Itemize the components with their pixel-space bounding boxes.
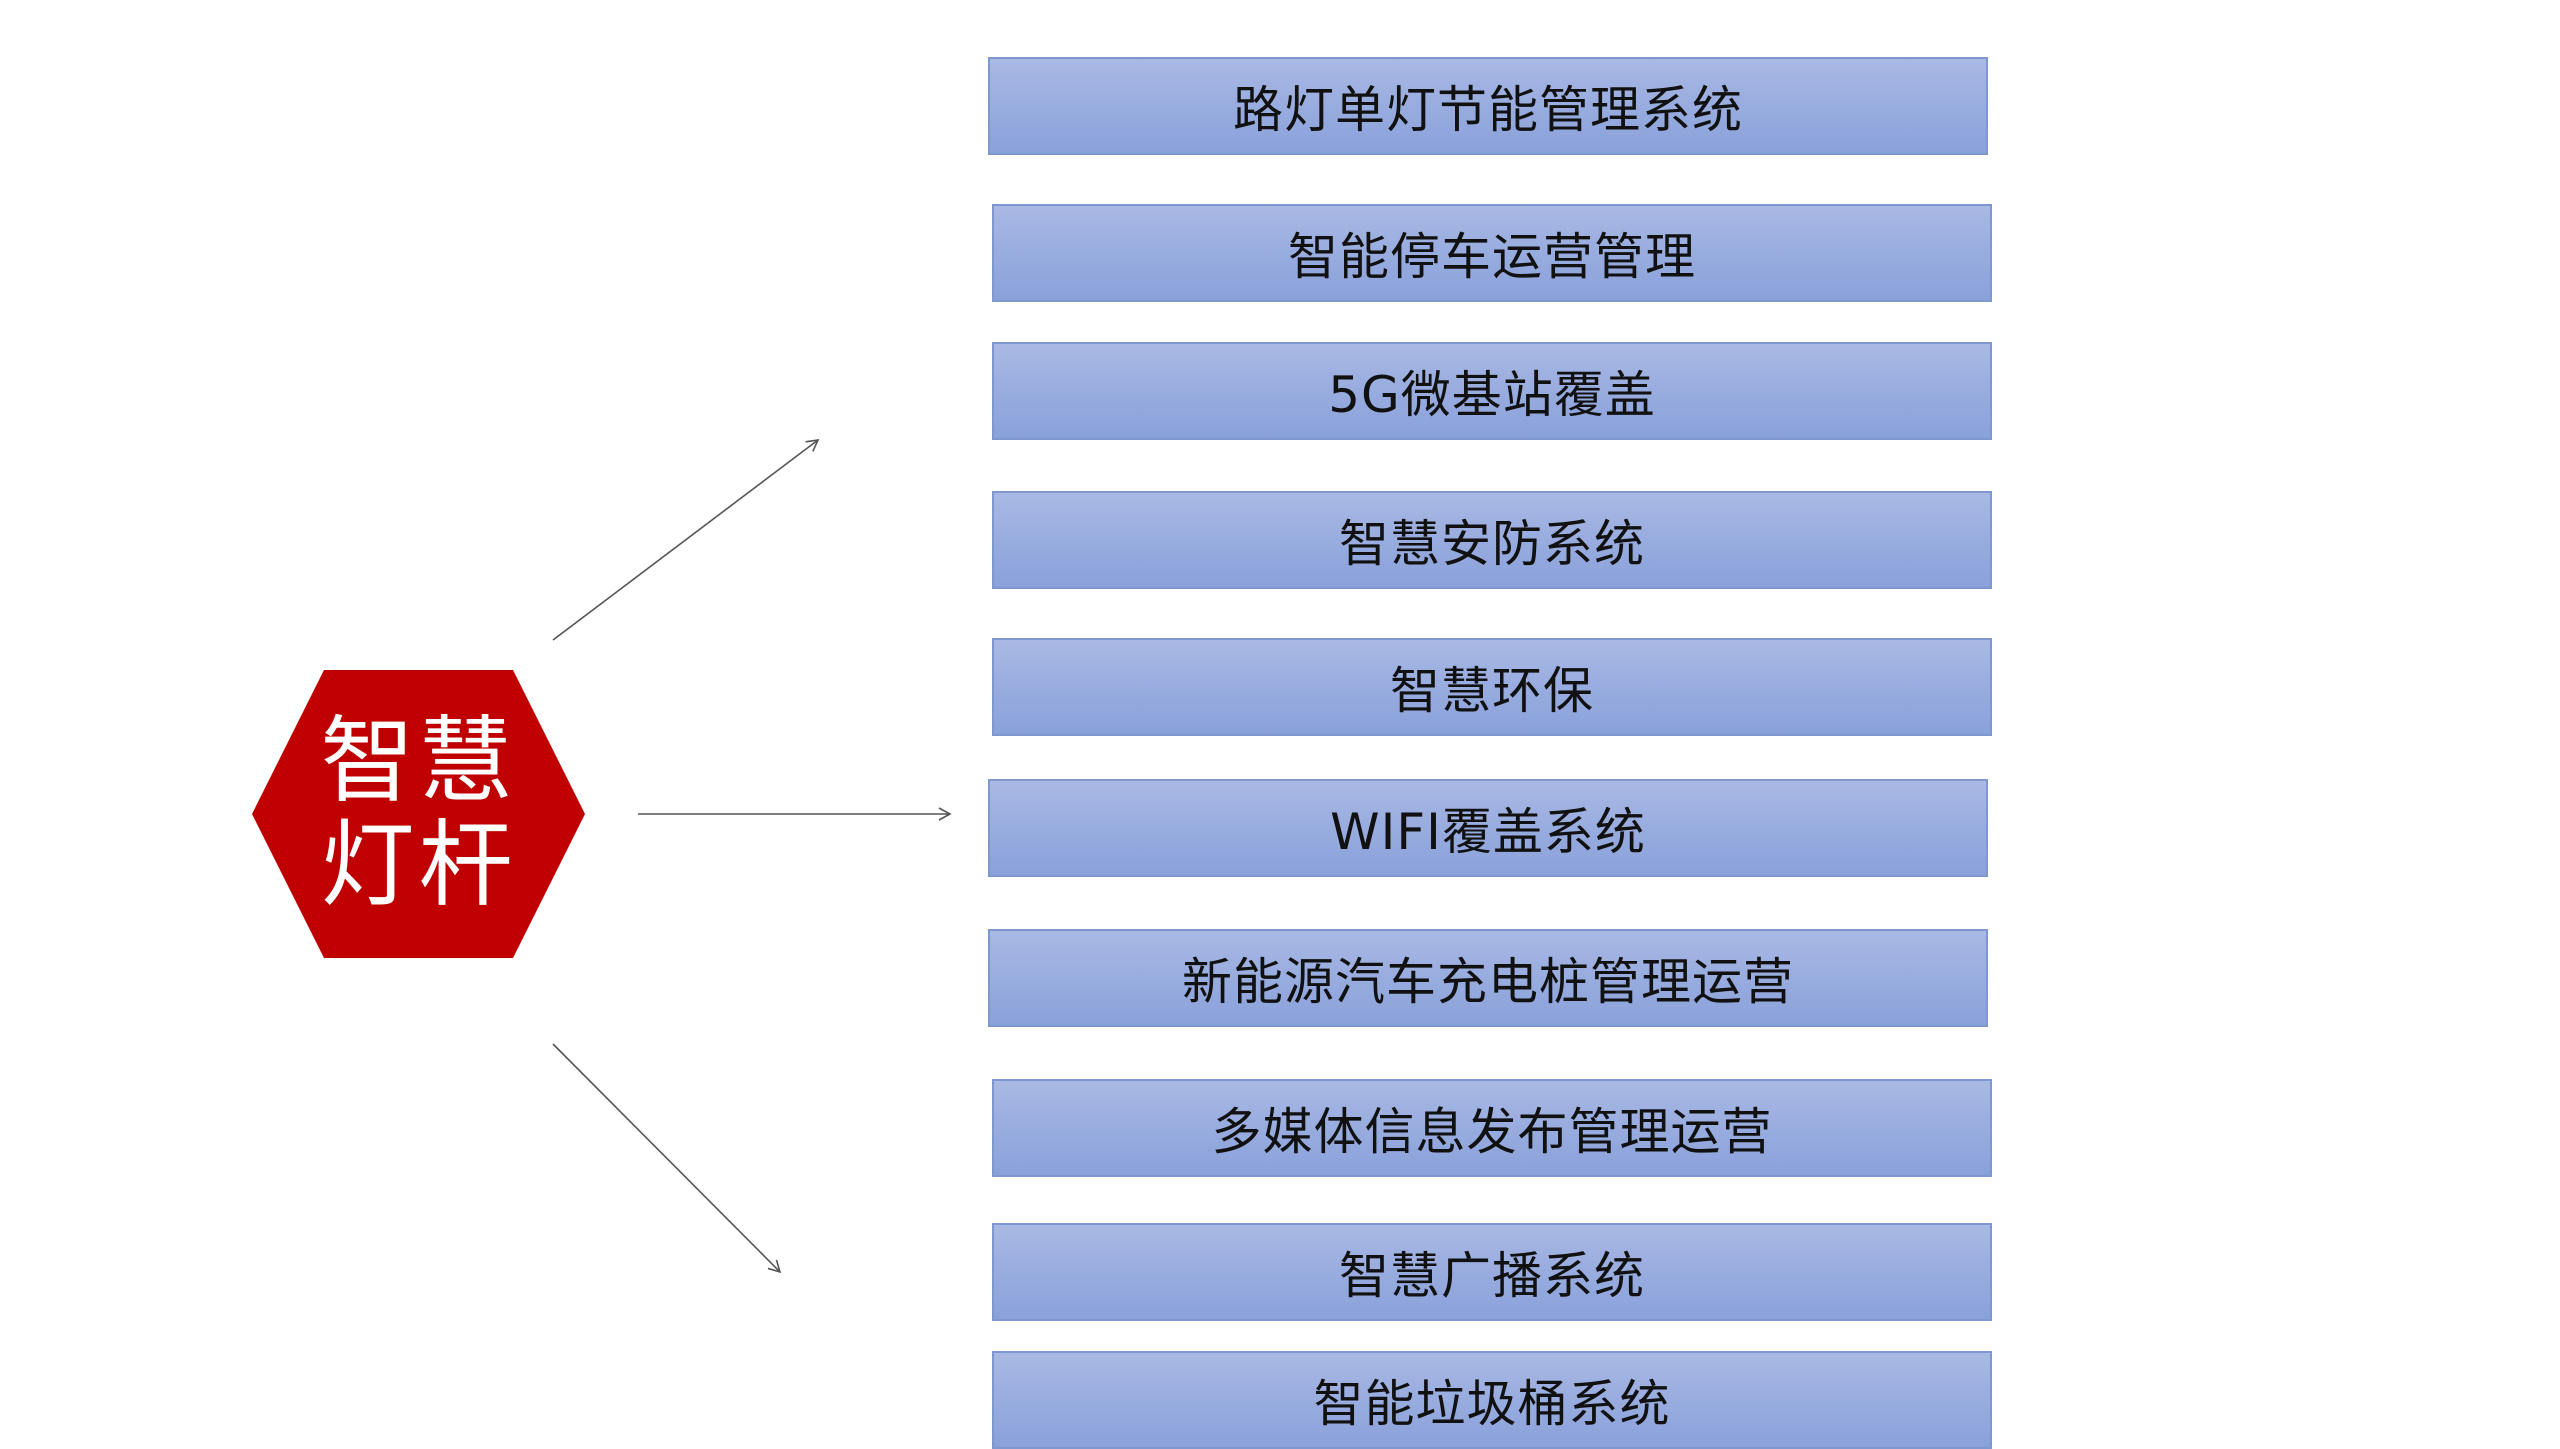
feature-label: 智能垃圾桶系统 — [1313, 1375, 1671, 1433]
feature-box-streetlight-energy: 路灯单灯节能管理系统 — [988, 57, 1988, 155]
feature-box-wifi: WIFI覆盖系统 — [988, 779, 1988, 877]
feature-label: 5G微基站覆盖 — [1328, 366, 1656, 424]
feature-label: 智慧安防系统 — [1339, 515, 1645, 573]
feature-label: WIFI覆盖系统 — [1330, 803, 1646, 861]
hexagon-label-line1: 智慧 — [320, 707, 517, 816]
arrow-down-right — [552, 1043, 782, 1274]
hexagon-label: 智慧 灯杆 — [252, 670, 585, 958]
arrow-up-right — [552, 438, 820, 641]
feature-box-broadcast: 智慧广播系统 — [992, 1223, 1992, 1321]
feature-box-security: 智慧安防系统 — [992, 491, 1992, 589]
feature-box-trash-bin: 智能垃圾桶系统 — [992, 1351, 1992, 1449]
feature-box-multimedia: 多媒体信息发布管理运营 — [992, 1079, 1992, 1177]
feature-box-ev-charging: 新能源汽车充电桩管理运营 — [988, 929, 1988, 1027]
feature-label: 新能源汽车充电桩管理运营 — [1182, 953, 1794, 1011]
feature-label: 多媒体信息发布管理运营 — [1211, 1103, 1773, 1161]
feature-label: 智慧环保 — [1390, 662, 1594, 720]
feature-box-5g-microstation: 5G微基站覆盖 — [992, 342, 1992, 440]
feature-label: 智能停车运营管理 — [1288, 228, 1696, 286]
feature-box-smart-parking: 智能停车运营管理 — [992, 204, 1992, 302]
hexagon-shape — [252, 670, 585, 958]
feature-label: 智慧广播系统 — [1339, 1247, 1645, 1305]
feature-label: 路灯单灯节能管理系统 — [1233, 81, 1743, 139]
feature-box-environment: 智慧环保 — [992, 638, 1992, 736]
hexagon-label-line2: 灯杆 — [320, 811, 517, 920]
smart-pole-hexagon: 智慧 灯杆 — [252, 670, 585, 958]
